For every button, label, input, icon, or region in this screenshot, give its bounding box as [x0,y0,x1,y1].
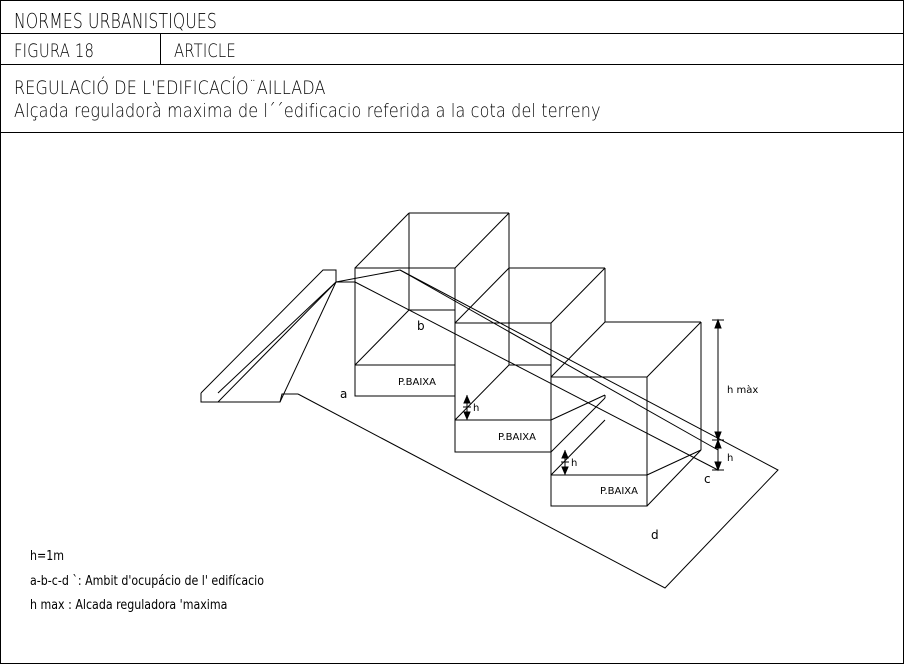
floor-label-1: P.BAIXA [398,377,436,388]
h-dimension-2 [561,449,569,476]
legend-abcd: a-b-c-d `: Ambit d'ocupácio de l' edifíc… [30,574,265,589]
h-label-2: h [571,458,578,469]
hmax-label: h màx [727,385,759,396]
article-label: ARTICLE [174,40,236,62]
building-1 [354,212,510,397]
ground-plot [297,269,779,589]
floor-label-3: P.BAIXA [600,486,638,497]
corner-label-b: b [417,319,425,333]
legend-hmax: h max : Alcada reguladora 'maxima [30,598,228,613]
figure-number: FIGURA 18 [14,40,95,62]
terrain-line-2 [399,269,719,451]
h-label-3: h [727,453,734,464]
sheet-title: NORMES URBANISTIQUES [14,9,217,33]
h-label-1: h [473,403,480,414]
corner-label-a: a [340,387,348,401]
hmax-dimension [712,318,724,472]
corner-label-d: d [651,528,659,542]
floor-label-2: P.BAIXA [498,432,536,443]
street-curb-profile [200,269,355,403]
figure-subtitle: REGULACIÓ DE L'EDIFICACÍO¨AILLADA [14,77,326,99]
building-2 [454,267,606,453]
corner-label-c: c [704,472,711,486]
legend-h: h=1m [30,549,65,564]
terrain-line-1 [354,281,719,471]
h-dimension-1 [463,394,471,421]
building-3 [550,321,702,507]
figure-description: Alçada reguladorà maxima de l´´edificaci… [14,100,601,122]
